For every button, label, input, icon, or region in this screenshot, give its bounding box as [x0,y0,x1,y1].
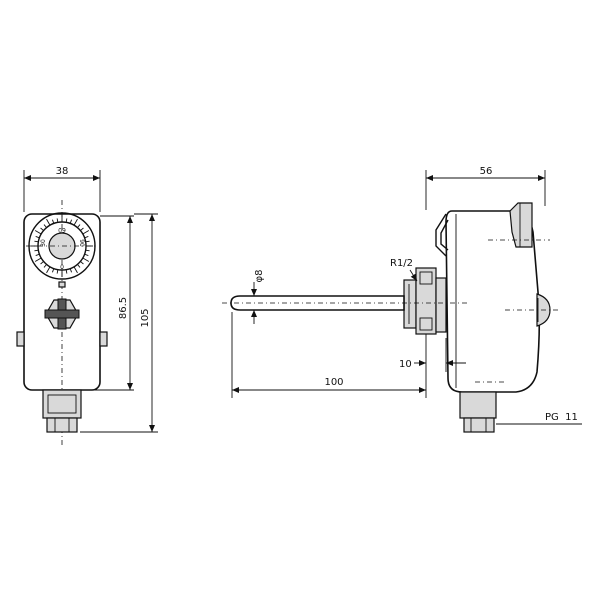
probe-diameter-label: φ8 [254,270,265,283]
dial-label-0: 0 [60,264,64,271]
dial-tick [73,266,78,274]
probe-length-label: 100 [324,377,343,388]
dial-tick [77,264,81,268]
clamp-nut [44,298,80,330]
dial-tick [69,219,72,224]
dial-tick [34,230,42,235]
cable-gland-label: PG 11 [545,412,578,423]
dial-tick [82,257,90,262]
dial-tick [80,227,84,231]
dial-tick [46,266,51,274]
dial-tick [34,249,39,252]
dial-label-90: 90 [78,239,85,247]
side-cable-gland [459,391,497,433]
dial-tick [43,224,47,228]
dial-tick [34,257,42,262]
width-dimension-label: 38 [56,166,69,177]
dial-tick [40,227,44,231]
offset-dimension-label: 10 [399,359,412,370]
front-cable-gland [42,389,82,419]
dial-tick [85,249,90,252]
dial-tick [77,224,81,228]
total-height-dimension-label: 105 [140,308,151,327]
temperature-dial: 30 60 90 0 [26,212,98,280]
dial-tick [34,240,39,243]
side-view: 56 φ8 [222,166,582,433]
dial-tick [80,261,84,265]
front-view: 38 30 60 90 0 [16,166,158,445]
dial-tick [46,218,51,226]
thread-size-label: R1/2 [390,258,413,269]
dial-tick [43,264,47,268]
dial-label-60: 60 [58,226,66,233]
dial-tick [52,268,55,273]
dial-tick [56,218,59,223]
threaded-mount [403,267,447,335]
dial-tick [85,240,90,243]
depth-dimension-label: 56 [480,166,493,177]
inner-height-dimension-label: 86.5 [118,297,129,319]
dial-tick [69,268,72,273]
dial-tick [35,236,40,239]
dial-tick [52,219,55,224]
dial-tick [65,218,68,223]
dial-tick [65,269,68,274]
dial-tick [40,261,44,265]
dial-tick [73,218,78,226]
dial-tick [84,236,89,239]
dial-tick [56,269,59,274]
dial-cap [509,202,533,248]
dial-tick [84,253,89,256]
dial-tick [82,230,90,235]
dial-tick [35,253,40,256]
dial-label-30: 30 [40,239,47,247]
